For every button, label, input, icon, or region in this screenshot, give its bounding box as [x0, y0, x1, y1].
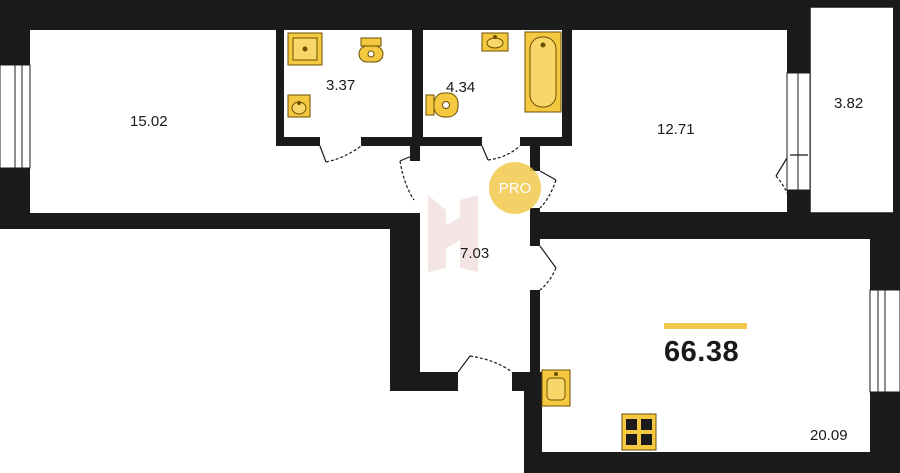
wall-bath-divider — [412, 28, 423, 146]
door-room-left — [399, 154, 415, 201]
wall-bath-main-right — [562, 28, 572, 146]
room-label-left: 15.02 — [130, 113, 168, 130]
sink-icon — [481, 32, 509, 52]
balcony-frame-top — [808, 0, 900, 7]
sink-icon — [287, 94, 311, 118]
total-area: 66.38 — [664, 336, 740, 368]
door-bath-main — [481, 145, 521, 161]
total-area-accent-bar — [664, 323, 747, 329]
fixtures — [287, 31, 657, 451]
wall-bath-small-bottom-b — [361, 137, 421, 146]
windows — [0, 64, 900, 393]
wall-top — [0, 0, 808, 30]
door-kitchen — [539, 245, 557, 291]
wall-hall-right-b — [530, 208, 540, 246]
wall-hall-right-c — [530, 290, 540, 374]
bathtub-icon — [524, 31, 562, 113]
wall-hall-stub — [410, 146, 420, 161]
wall-bath-small-left — [276, 28, 284, 146]
wall-hall-right-a — [530, 137, 540, 171]
wall-bath-small-bottom-a — [276, 137, 320, 146]
room-label-bathroom-main: 4.34 — [446, 79, 476, 96]
door-balcony — [775, 154, 808, 201]
shower-tray-icon — [287, 32, 323, 66]
room-label-hallway: 7.03 — [460, 245, 490, 262]
balcony-outline — [809, 6, 895, 214]
wall-left-top — [0, 0, 30, 65]
wall-bath-main-bottom-a — [412, 137, 482, 146]
wall-bottom — [524, 452, 900, 473]
room-label-right: 12.71 — [657, 121, 695, 138]
room-label-kitchen-living: 20.09 — [810, 427, 848, 444]
wall-kitchen-left — [524, 372, 542, 473]
pro-badge: PRO — [489, 162, 541, 214]
doors — [319, 145, 808, 373]
wall-room-right-right-bottom — [787, 190, 810, 239]
door-entrance — [457, 355, 513, 373]
kitchen-sink-icon — [541, 369, 571, 407]
watermark-logo-icon — [428, 195, 478, 272]
door-bath-small — [319, 145, 362, 163]
wall-hall-bottom — [390, 372, 458, 391]
wall-room-left-bottom — [0, 213, 420, 229]
room-label-balcony: 3.82 — [834, 95, 864, 112]
room-label-bathroom-small: 3.37 — [326, 77, 356, 94]
toilet-icon — [358, 37, 384, 63]
wall-bath-main-bottom-b — [520, 137, 570, 146]
toilet-icon — [425, 92, 459, 118]
door-room-right — [539, 170, 557, 209]
wall-kitchen-top — [530, 212, 900, 239]
stove-icon — [621, 413, 657, 451]
wall-room-right-right-top — [787, 0, 810, 73]
wall-hall-left — [390, 213, 420, 391]
balcony-frame-right — [893, 0, 900, 214]
wall-right-lower-bottom — [870, 392, 900, 473]
